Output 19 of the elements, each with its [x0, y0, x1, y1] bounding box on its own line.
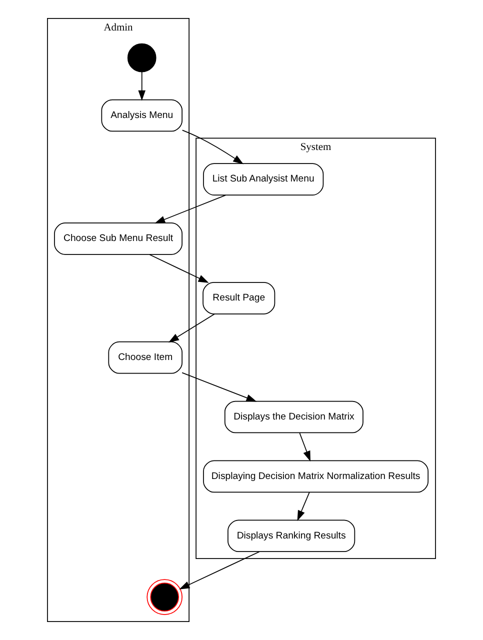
node-box: Choose Sub Menu Result: [54, 222, 183, 255]
node-box: Displays the Decision Matrix: [224, 400, 364, 434]
arrow: [179, 551, 260, 590]
node-box: List Sub Analysist Menu: [203, 163, 324, 196]
node-circle: [127, 43, 156, 72]
node-box: Analysis Menu: [101, 99, 183, 132]
arrow: [299, 432, 310, 462]
arrow: [154, 194, 226, 224]
node-box: Result Page: [202, 282, 276, 314]
arrow: [149, 254, 209, 283]
arrow: [297, 492, 310, 521]
arrow: [182, 130, 244, 164]
arrow: [168, 314, 215, 342]
node-circle: [146, 579, 183, 615]
node-box: Displays Ranking Results: [228, 520, 356, 552]
node-box: Displaying Decision Matrix Normalization Results: [203, 460, 429, 493]
arrow: [182, 372, 257, 402]
arrow: [138, 72, 146, 101]
node-box: Choose Item: [108, 341, 183, 374]
